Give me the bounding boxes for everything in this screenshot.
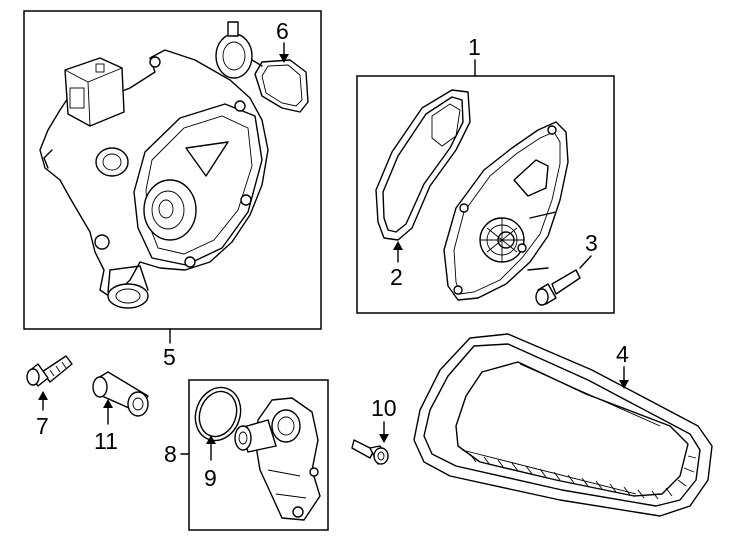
callout-6: 6 (276, 18, 289, 44)
arrow-6 (279, 54, 289, 63)
group-box-5 (23, 10, 322, 330)
arrow-10 (379, 434, 389, 443)
bolt-icon (26, 355, 73, 387)
callout-10: 10 (371, 395, 397, 421)
bolt-icon (351, 439, 389, 465)
seal-icon (215, 21, 309, 113)
arrow-4 (619, 380, 629, 389)
callout-3: 3 (585, 230, 598, 256)
callout-9: 9 (204, 465, 217, 491)
leader-3 (579, 255, 592, 269)
bolt-icon (535, 269, 581, 306)
callout-5: 5 (163, 344, 176, 370)
water-pump-assembly-icon (443, 121, 569, 301)
callout-4: 4 (616, 341, 629, 367)
callout-7: 7 (36, 413, 49, 439)
drive-belt-icon (413, 333, 713, 517)
callout-11: 11 (94, 428, 118, 454)
callout-8: 8 (164, 441, 177, 467)
callout-1: 1 (468, 34, 481, 60)
arrow-9 (206, 435, 216, 444)
hose-connector-icon (92, 371, 149, 417)
group-box-8 (188, 379, 329, 531)
outlet-housing-icon (234, 397, 321, 521)
arrow-2 (393, 241, 403, 250)
group-box-1 (356, 75, 615, 314)
arrow-11 (103, 399, 113, 408)
callout-2: 2 (390, 264, 403, 290)
thermostat-housing-assembly-icon (39, 49, 269, 309)
arrow-7 (38, 391, 48, 400)
gasket-icon (375, 89, 471, 241)
